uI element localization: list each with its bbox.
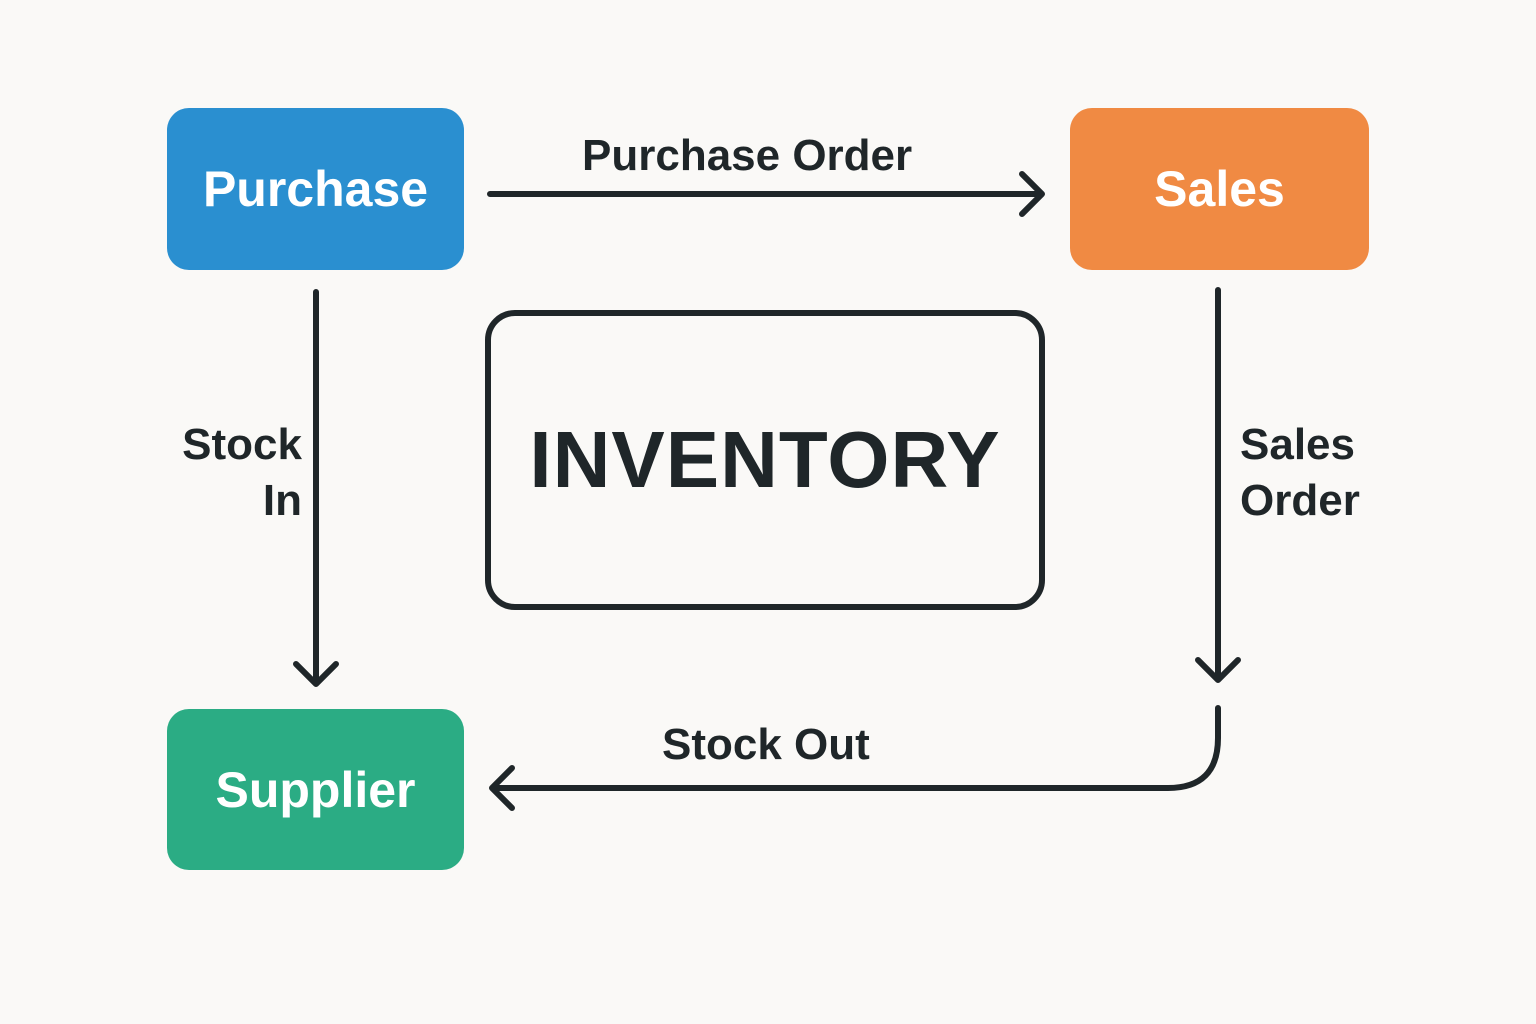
arrow-stock-out [489, 705, 1221, 811]
sales-order-label: Sales Order [1240, 417, 1360, 529]
stock-out-label: Stock Out [662, 720, 870, 769]
purchase-order-label: Purchase Order [582, 131, 913, 180]
inventory-label: INVENTORY [529, 415, 1001, 504]
supplier-label: Supplier [215, 761, 416, 818]
purchase-label: Purchase [202, 161, 429, 217]
purchase-node: Purchase [167, 108, 464, 270]
stock-in-line-2: In [262, 476, 302, 525]
supplier-node: Supplier [167, 709, 464, 870]
arrow-sales-down [1195, 287, 1241, 683]
inventory-node: INVENTORY [485, 310, 1045, 610]
sales-label: Sales [1154, 161, 1285, 217]
sales-node: Sales [1070, 108, 1369, 270]
sales-order-line-2: Order [1240, 476, 1360, 525]
stock-in-line-1: Stock [182, 420, 302, 469]
arrow-purchase-to-supplier [293, 289, 339, 687]
sales-order-line-1: Sales [1240, 420, 1355, 469]
stock-in-label: Stock In [172, 417, 302, 529]
arrow-purchase-to-sales [487, 171, 1045, 217]
